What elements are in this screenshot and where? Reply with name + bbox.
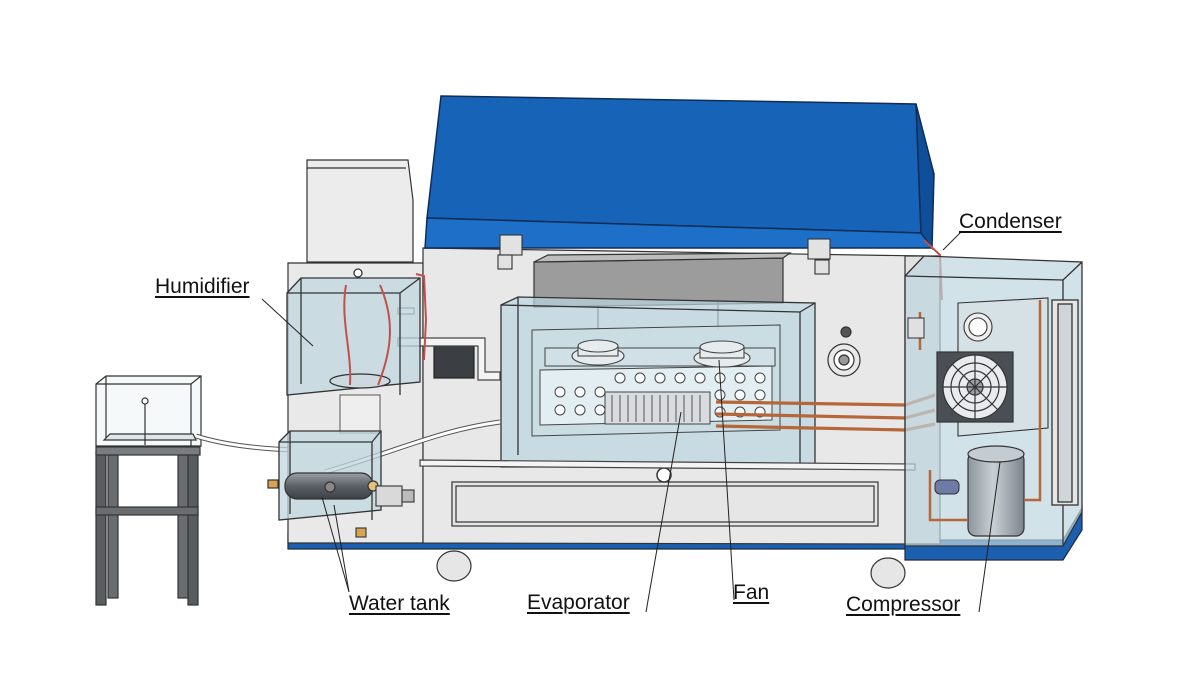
condenser-fan: [936, 351, 1014, 423]
water-heater: [267, 472, 379, 500]
condenser-label: Condenser: [959, 210, 1062, 233]
leader-fan: [718, 359, 735, 601]
leader-humidifier: [261, 298, 314, 347]
leader-condenser: [942, 231, 962, 251]
humidifier-column: [339, 394, 381, 434]
junction-box: [907, 317, 925, 339]
lid: [424, 95, 935, 251]
fan-label: Fan: [733, 581, 770, 604]
leader-water-tank: [321, 496, 350, 593]
display-panel: [433, 345, 475, 379]
control-box: [306, 159, 414, 263]
pressure-gauge: [827, 326, 861, 377]
leader-lines: [261, 231, 1001, 613]
evaporator-coil: [531, 324, 781, 437]
compressor-label: Compressor: [846, 593, 961, 616]
leader-evaporator: [645, 411, 682, 613]
lid-hinges: [497, 234, 831, 275]
water-pump: [355, 485, 415, 538]
leader-compressor: [978, 461, 1001, 613]
evaporator-label: Evaporator: [527, 591, 630, 614]
side-stand: [95, 446, 201, 606]
humidifier-tank: [286, 268, 421, 396]
side-tank: [95, 375, 202, 447]
chamber-fans: [571, 339, 751, 368]
leader-water-tank-2: [333, 504, 350, 593]
filter-drier: [934, 479, 960, 495]
humidifier-label: Humidifier: [155, 275, 250, 298]
water-tank-label: Water tank: [349, 592, 450, 615]
casters: [436, 550, 906, 589]
